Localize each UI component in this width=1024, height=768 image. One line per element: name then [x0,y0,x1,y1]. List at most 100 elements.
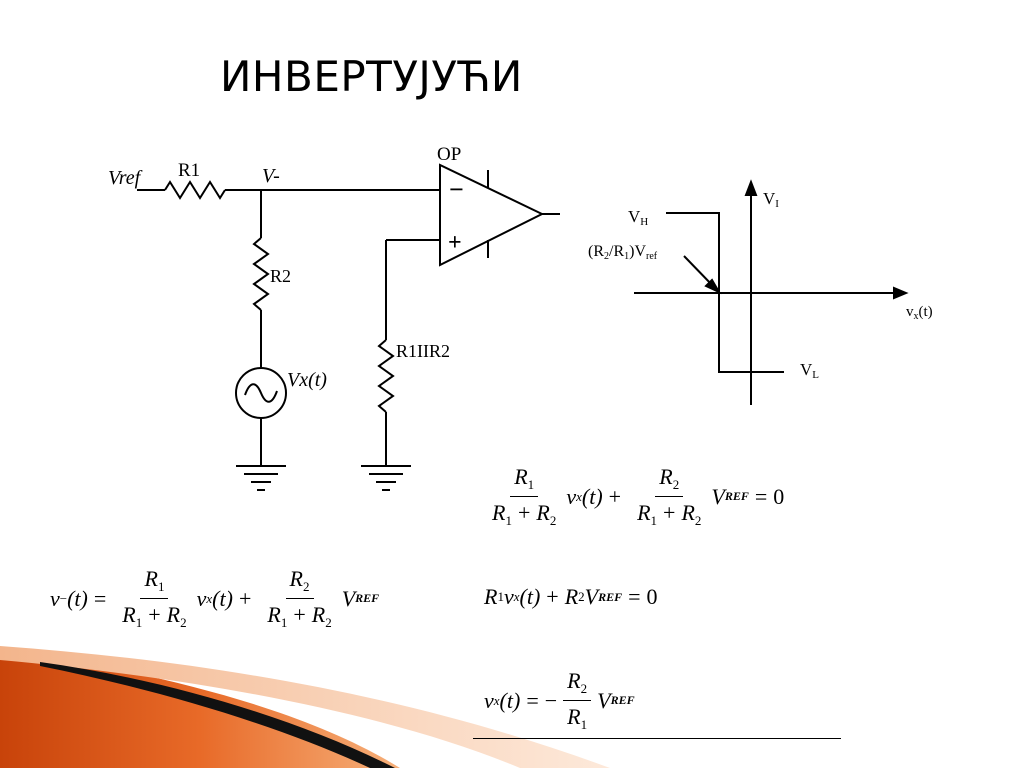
eq-sub: 2 [578,589,585,604]
eq-equals: = [754,483,768,509]
eq-sub: 2 [580,681,588,696]
eq-sub: 2 [180,615,187,630]
eq-sub: x [206,590,213,606]
plus-sign: + [448,230,462,256]
ground-icon [236,465,286,491]
eq-var: R [567,668,581,693]
eq-sub: 1 [650,513,658,528]
eq-sub: x [513,589,520,604]
fraction: R1 R1+R2 [118,566,190,631]
r2-resistor [252,237,270,311]
eq-sub: − [59,590,68,606]
eq-var: R [681,500,695,525]
vl-label: VL [800,360,819,381]
eq-sub: REF [610,693,635,707]
eq-plus: + [517,500,531,525]
eq-equals: = [93,585,107,611]
eq-var: R [564,584,579,609]
eq-var: V [711,483,725,509]
vx-axis-label: vx(t) [906,304,933,322]
eq-var: R [484,584,498,609]
vi-label: VI [763,189,779,210]
eq-var: R [637,500,651,525]
eq-sub: x [493,692,500,708]
bottom-rule [473,738,841,739]
eq-plus: + [293,602,306,627]
eq-plus: + [238,585,252,611]
swoosh-light [0,646,610,768]
opamp-triangle [439,163,545,267]
eq-sub: 2 [694,513,702,528]
eq-var: R [567,704,581,729]
eq-var: R [536,500,550,525]
fraction: R2 R1+R2 [633,464,705,529]
eq-var: V [584,584,599,609]
eq-minus: − [544,687,558,713]
eq-arg: (t) [499,687,521,713]
eq-var: R [311,602,326,627]
eq-sub: REF [355,591,380,605]
eq-var: R [267,602,281,627]
eq-sub: 1 [280,615,288,630]
eq-var: v [566,483,577,509]
eq-equals: = [526,687,539,713]
eq-sub: REF [724,489,749,503]
eq-var: v [503,584,514,609]
eq-sub: 2 [303,579,310,594]
eq-var: v [50,585,60,611]
swoosh-black [40,662,395,768]
eq-plus: + [148,602,161,627]
sine-icon [244,383,278,403]
eq-sub: REF [598,589,623,604]
eq-var: R [659,464,673,489]
eq-arg: (t) [67,585,88,611]
eq-var: V [341,585,356,611]
eq-sub: 1 [527,477,535,492]
eq-var: R [289,566,303,591]
eq-var: R [492,500,506,525]
minus-sign: − [449,175,464,204]
threshold-label: (R2/R1)Vref [588,243,658,262]
eq-plus: + [546,584,559,609]
vref-label: Vref [108,167,143,189]
eq-plus: + [608,483,622,509]
r1-resistor [164,180,226,200]
eq-sub: 1 [580,717,588,732]
eq-arg: (t) [212,585,233,611]
eq-sub: 1 [135,615,143,630]
vh-label: VH [628,207,648,228]
fraction: R2 R1+R2 [263,566,335,631]
opamp-label: OP [437,144,461,165]
eq-plus: + [663,500,676,525]
eq-sub: 1 [505,513,512,528]
eq-zero: 0 [646,584,658,609]
eq-var: v [484,687,494,713]
eq-sub: 1 [157,579,165,594]
eq-arg: (t) [519,584,541,609]
eq-zero: 0 [773,483,785,509]
eq-var: R [514,464,528,489]
r1-label: R1 [178,160,200,181]
eq-arg: (t) [581,483,603,509]
axis-arrow-icon [893,286,909,300]
eq-sub: 1 [497,589,504,604]
axis-arrow-icon [744,179,758,196]
vminus-label: V- [262,165,280,187]
eq-sub: 2 [672,477,680,492]
eq-sub: 2 [325,615,332,630]
fraction: R1 R1+R2 [488,464,560,529]
eq-equals: = [628,584,641,609]
eq-var: R [166,602,181,627]
ground-icon [361,465,411,491]
eq-var: v [196,585,207,611]
source-label: Vx(t) [287,369,327,391]
eq-var: R [122,602,136,627]
pointer-arrow-icon [704,278,722,295]
